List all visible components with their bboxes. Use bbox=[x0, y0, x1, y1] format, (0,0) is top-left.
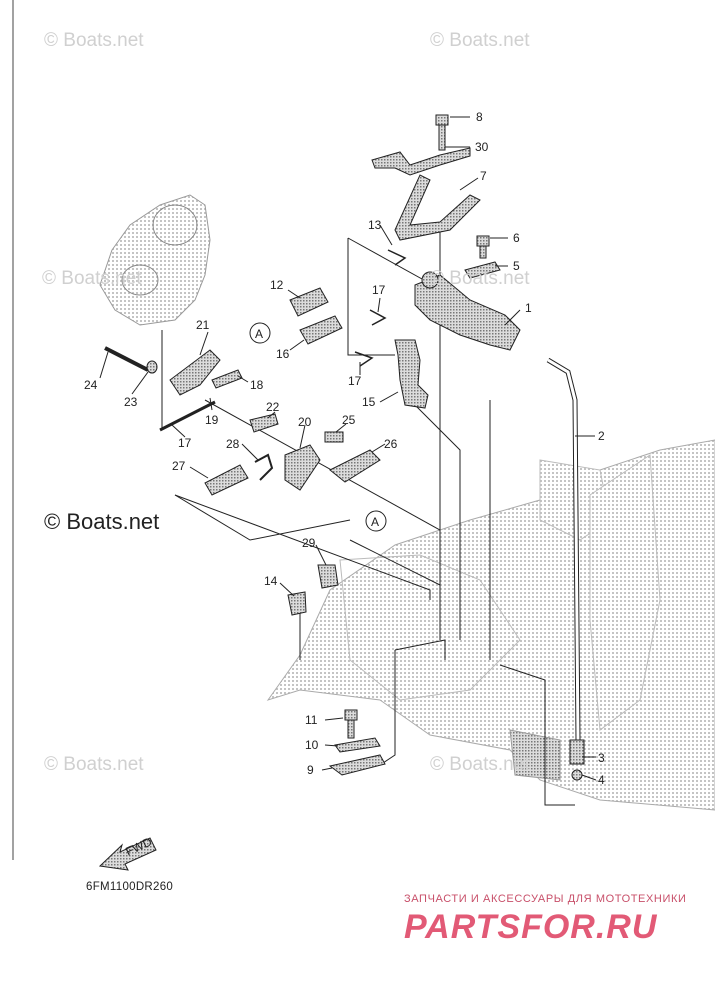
callout-18: 17 bbox=[178, 436, 192, 450]
callout-19: 18 bbox=[250, 378, 264, 392]
brand-logo: PARTSFOR.RU bbox=[404, 908, 658, 946]
callout-15: 15 bbox=[362, 395, 376, 409]
callout-21: 20 bbox=[298, 415, 312, 429]
watermark-mid-left: © Boats.net bbox=[42, 268, 142, 289]
watermark-bottom-right: © Boats.net bbox=[430, 754, 530, 775]
bolt-part-11 bbox=[344, 709, 358, 739]
callout-23: 22 bbox=[266, 400, 280, 414]
callout-16: 16 bbox=[276, 347, 290, 361]
callout-20: 19 bbox=[205, 413, 219, 427]
guide-part-7 bbox=[394, 174, 481, 241]
engine-housing-background bbox=[266, 439, 715, 811]
callout-10: 10 bbox=[305, 738, 319, 752]
brand-subtitle: ЗАПЧАСТИ И АКСЕССУАРЫ ДЛЯ МОТОТЕХНИКИ bbox=[404, 893, 687, 905]
callout-6: 6 bbox=[513, 231, 520, 245]
callout-28: 27 bbox=[172, 459, 186, 473]
plate-part-10 bbox=[334, 737, 381, 753]
watermark-top-right: © Boats.net bbox=[430, 30, 530, 51]
bolt-part-26 bbox=[324, 431, 344, 443]
cable-part-2 bbox=[546, 357, 585, 781]
callout-4: 4 bbox=[598, 773, 605, 787]
callout-leaders bbox=[99, 116, 597, 781]
plate-part-5 bbox=[464, 261, 501, 279]
callout-17-lower: 17 bbox=[348, 374, 362, 388]
callout-30: 29 bbox=[302, 536, 316, 550]
spring-part-12 bbox=[289, 287, 329, 317]
washer-part-24 bbox=[146, 360, 158, 374]
bolt-part-6 bbox=[476, 235, 490, 259]
callout-26: 25 bbox=[342, 413, 356, 427]
spring-part-19 bbox=[211, 369, 243, 389]
callout-25: 24 bbox=[84, 378, 98, 392]
clips-part-17-and-13 bbox=[354, 249, 407, 367]
callout-2: 2 bbox=[598, 429, 605, 443]
callout-14: 14 bbox=[264, 574, 278, 588]
marker-a-right: A bbox=[365, 510, 387, 532]
callout-22: 21 bbox=[196, 318, 210, 332]
callout-7: 7 bbox=[480, 169, 487, 183]
rod-part-18 bbox=[159, 400, 216, 432]
callout-3: 3 bbox=[598, 751, 605, 765]
callout-27: 26 bbox=[384, 437, 398, 451]
spring-part-28 bbox=[204, 464, 249, 496]
spring-part-23 bbox=[249, 413, 279, 433]
callout-numbers: 8 30 7 6 5 1 2 3 4 13 12 16 17 17 15 21 … bbox=[84, 110, 605, 787]
clip-part-29 bbox=[254, 453, 274, 481]
plate-part-9 bbox=[328, 754, 386, 776]
watermark-top-left: © Boats.net bbox=[44, 30, 144, 51]
callout-9: 9 bbox=[307, 763, 314, 777]
callout-11: 11 bbox=[305, 713, 318, 727]
watermark-bottom-left: © Boats.net bbox=[44, 754, 144, 775]
callout-31: 30 bbox=[475, 140, 489, 154]
clip-part-30 bbox=[317, 564, 339, 589]
callout-1: 1 bbox=[525, 301, 532, 315]
bolt-part-8 bbox=[435, 114, 449, 151]
callout-29: 28 bbox=[226, 437, 240, 451]
forward-arrow-icon: FWD bbox=[98, 834, 157, 871]
lever-part-21 bbox=[284, 444, 321, 491]
diagram-code: 6FM1100DR260 bbox=[86, 881, 174, 893]
callout-5: 5 bbox=[513, 259, 520, 273]
bolt-part-25 bbox=[104, 346, 149, 372]
engine-block bbox=[99, 194, 211, 326]
callout-8: 8 bbox=[476, 110, 483, 124]
link-part-27 bbox=[329, 449, 381, 483]
bracket-part-1 bbox=[414, 271, 521, 351]
callout-13: 13 bbox=[368, 218, 382, 232]
watermark-mid-right: © Boats.net bbox=[430, 268, 530, 289]
lever-part-15 bbox=[394, 339, 429, 409]
clip-part-14 bbox=[287, 591, 307, 616]
link-part-16 bbox=[299, 315, 343, 345]
callout-12: 12 bbox=[270, 278, 284, 292]
callout-17-upper: 17 bbox=[372, 283, 386, 297]
watermark-big-left: © Boats.net bbox=[44, 509, 160, 534]
svg-text:A: A bbox=[371, 515, 379, 529]
link-part-22 bbox=[169, 349, 221, 396]
callout-24: 23 bbox=[124, 395, 138, 409]
svg-text:A: A bbox=[255, 327, 263, 341]
strap-part-31 bbox=[371, 147, 471, 176]
marker-a-left: A bbox=[249, 322, 271, 344]
